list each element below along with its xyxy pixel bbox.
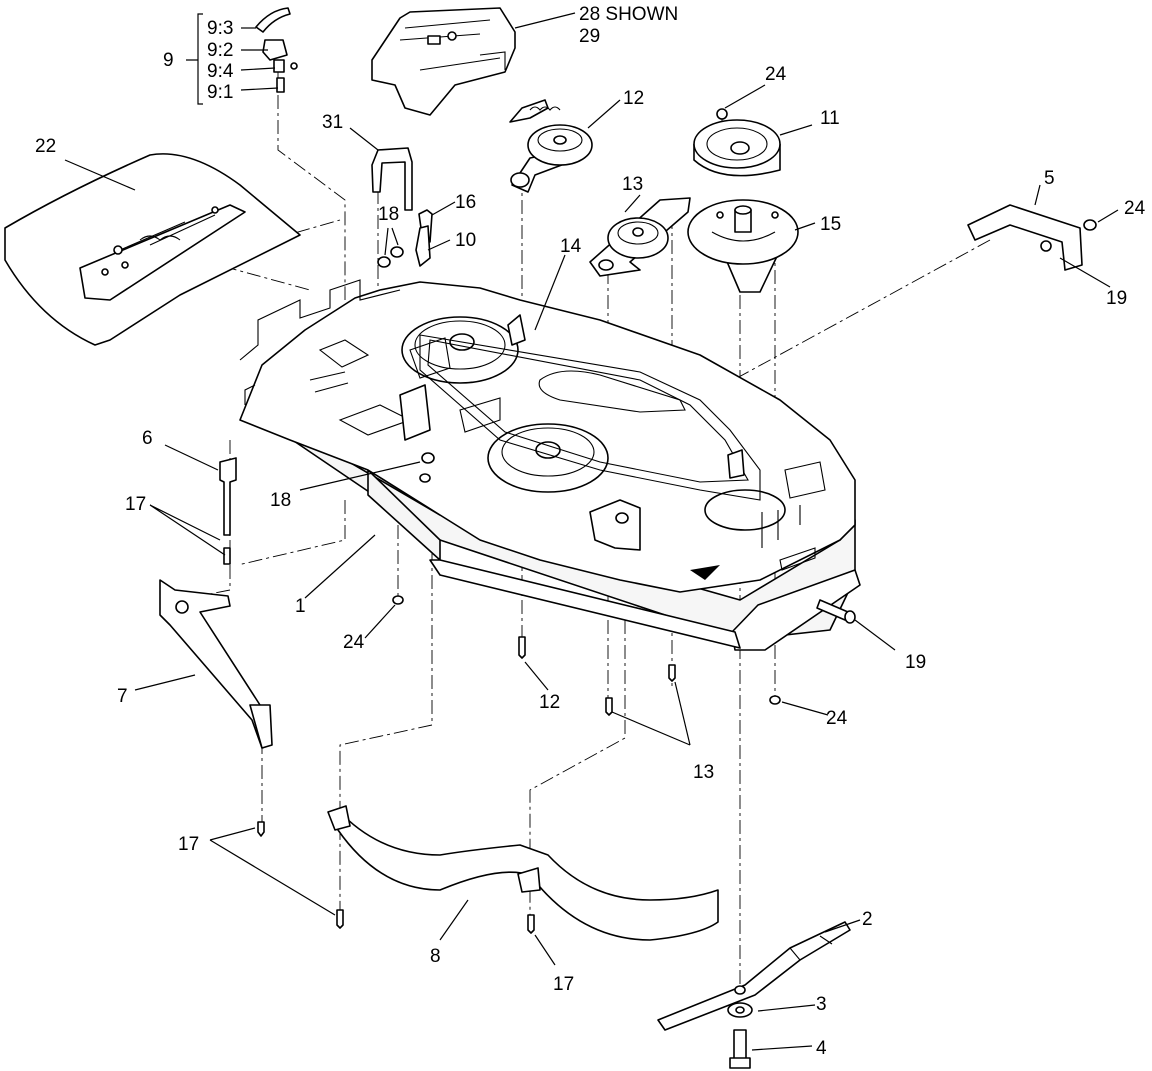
mower-deck [239,279,861,651]
height-adjust-lever [255,7,298,93]
callout-31: 31 [322,112,343,133]
washer-3 [727,1002,753,1018]
discharge-chute [4,153,301,346]
callout-labels: 9:3 9:2 9:4 9:1 9 28 SHOWN 29 31 22 12 2… [35,4,1146,1059]
leader-lines [64,12,1119,1051]
callout-17-front: 17 [553,974,574,995]
bolts-12-13 [518,636,676,716]
callout-29: 29 [579,26,600,47]
callout-8: 8 [430,946,441,967]
callout-12-pulley: 12 [623,88,644,109]
pin-19 [816,599,856,624]
callout-13-pulley: 13 [622,174,643,195]
callout-24-right: 24 [826,708,848,729]
baffle-8 [327,805,719,941]
callout-9-4: 9:4 [207,61,234,82]
callout-18-deck: 18 [270,490,291,511]
callout-10: 10 [455,230,476,251]
bolt-4 [729,1029,751,1069]
idler-pulley-12 [509,99,593,193]
bracket-5 [967,204,1097,271]
bracket-6 [219,457,237,565]
callout-7: 7 [117,686,128,707]
flange-nuts-18 [377,246,404,268]
callout-18-top: 18 [378,204,399,225]
callout-17-bracket: 17 [125,494,146,515]
bracket-10 [415,225,431,267]
callout-19-deck: 19 [905,652,926,673]
callout-2: 2 [862,909,873,930]
blade-2 [657,921,851,1031]
callout-22: 22 [35,136,56,157]
callout-13-bolts: 13 [693,762,714,783]
belt-cover [371,7,516,116]
callout-16: 16 [455,192,476,213]
callout-14: 14 [560,236,582,257]
nuts-24 [392,452,781,705]
callout-1: 1 [295,596,306,617]
callout-9-3: 9:3 [207,18,233,39]
callout-24-bracket: 24 [1124,198,1146,219]
callout-17-baffle: 17 [178,834,199,855]
callout-11: 11 [820,108,840,129]
baffle-7 [159,579,273,749]
callout-9: 9 [163,50,174,71]
spindle-15 [687,199,799,293]
idler-pulley-13 [589,197,691,277]
u-bolt [371,147,413,211]
callout-9-2: 9:2 [207,40,233,61]
callout-19-bracket: 19 [1106,288,1127,309]
callout-24-left: 24 [343,632,365,653]
callout-6: 6 [142,428,153,449]
callout-5: 5 [1044,168,1055,189]
bolts-17 [257,821,535,934]
callout-24-pulley: 24 [765,64,787,85]
callout-28: 28 SHOWN [579,4,678,25]
callout-15: 15 [820,214,841,235]
callout-12-bolt: 12 [539,692,560,713]
callout-4: 4 [816,1038,827,1059]
callout-3: 3 [816,994,827,1015]
callout-9-1: 9:1 [207,82,233,103]
drive-pulley-11 [693,108,781,177]
